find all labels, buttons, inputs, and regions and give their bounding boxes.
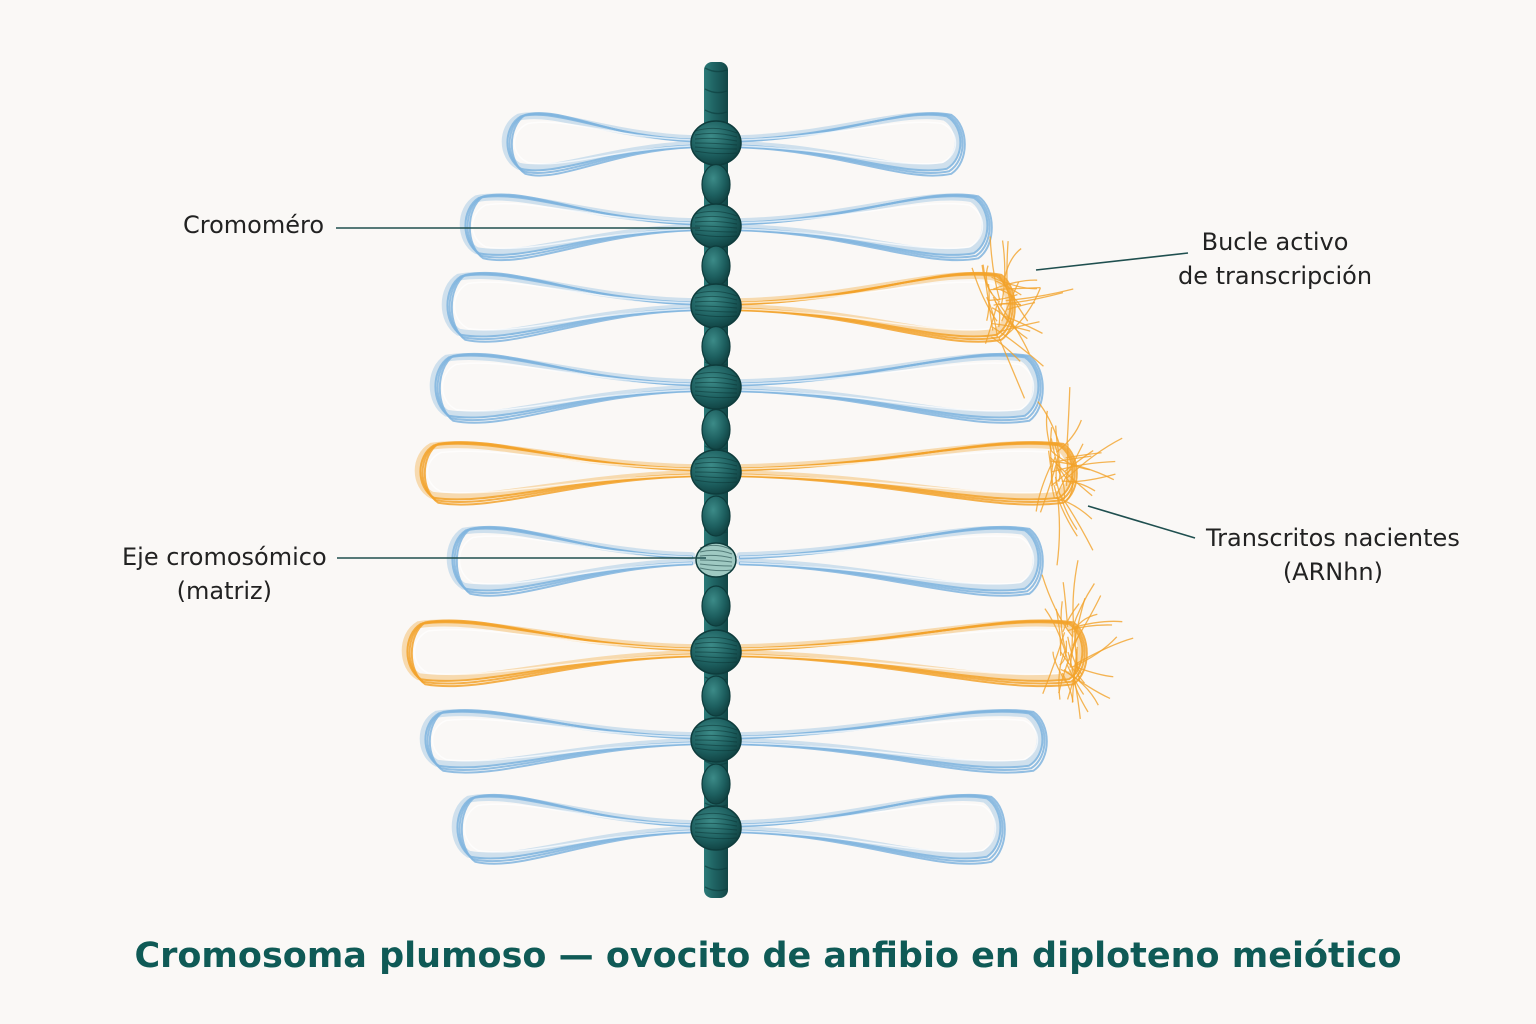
transcript-fibrils-layer [971, 236, 1134, 719]
loop-9-right-inactive [736, 793, 1006, 865]
loop-6-right-inactive [736, 525, 1044, 597]
loop-3-left-inactive [441, 271, 696, 343]
diagram-title: Cromosoma plumoso — ovocito de anfibio e… [134, 936, 1402, 976]
axis-bead-2 [701, 245, 731, 287]
label-chromosome-axis: Eje cromosómico (matriz) [122, 543, 327, 605]
transcript-fibrils-3 [971, 236, 1074, 399]
loop-4-right-inactive [736, 352, 1044, 424]
axis-bead-4 [701, 408, 731, 451]
loop-5-right-active [736, 441, 1078, 506]
transcript-fibrils-5 [1035, 387, 1123, 566]
loop-9-left-inactive [451, 793, 696, 865]
label-nascent-transcripts: Transcritos nacientes (ARNhn) [1206, 524, 1460, 586]
loop-7-right-active [736, 619, 1088, 688]
loops-layer [401, 112, 1088, 865]
leader-transcripts [1087, 505, 1196, 539]
loop-1-right-inactive [736, 112, 966, 177]
loop-2-left-inactive [459, 193, 696, 262]
loop-2-right-inactive [736, 193, 993, 262]
label-chromomere: Cromoméro [183, 211, 325, 239]
leader-lines [336, 227, 1196, 559]
chromosome-axis [690, 62, 742, 898]
label-active-loop: Bucle activo de transcripción [1178, 228, 1373, 290]
axis-bead-8 [701, 763, 731, 805]
loop-1-left-inactive [501, 112, 696, 177]
loop-7-left-active [401, 619, 696, 688]
loop-4-left-inactive [429, 352, 696, 424]
loop-8-left-inactive [419, 709, 696, 774]
axis-bead-7 [701, 675, 731, 717]
axis-bead-5 [701, 495, 731, 537]
loop-3-right-active [736, 271, 1016, 343]
loop-5-left-active [414, 441, 696, 506]
transcript-fibrils-7 [1041, 560, 1134, 719]
axis-bead-1 [701, 163, 731, 206]
axis-bead-3 [701, 325, 731, 368]
leader-active-loop [1035, 252, 1189, 271]
loop-6-left-inactive [446, 525, 696, 597]
axis-bead-6 [701, 585, 731, 627]
loop-8-right-inactive [736, 709, 1048, 774]
